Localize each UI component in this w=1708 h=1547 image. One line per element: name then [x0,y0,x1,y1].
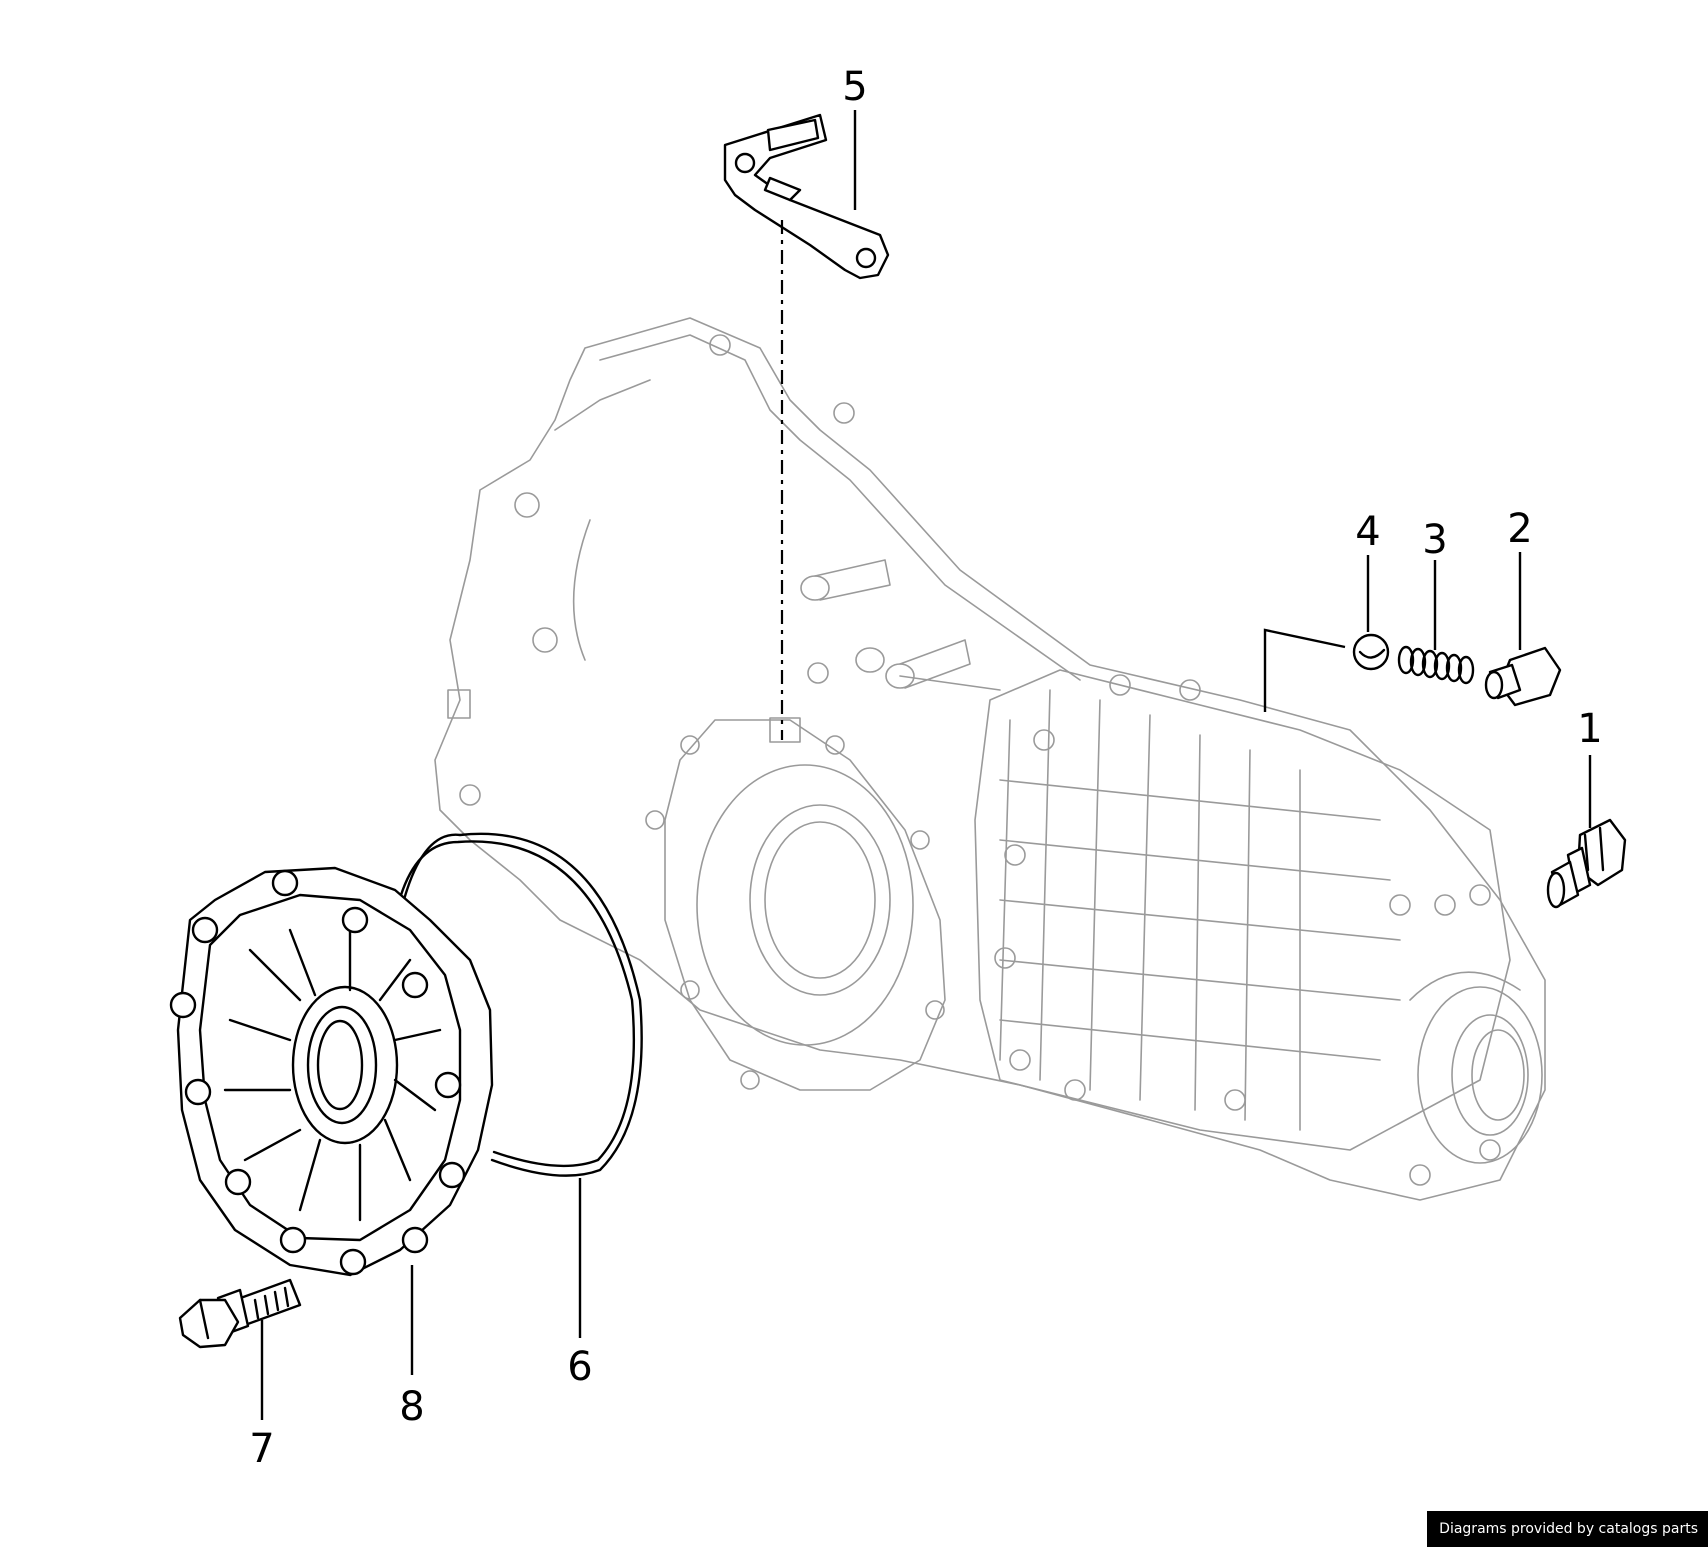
part-4-install-line [1263,628,1346,712]
o-ring-part [396,832,643,1177]
hex-bolt-part [178,1278,302,1349]
diagram-credit-label: Diagrams provided by catalogs parts [1427,1511,1708,1547]
callout-8: 8 [399,1384,424,1430]
callout-2: 2 [1507,506,1532,552]
bracket-sensor-part [723,113,890,280]
detent-ball-part [1352,633,1390,671]
spring-part [1397,645,1475,685]
cover-plate-part [169,866,494,1277]
callout-7: 7 [249,1426,274,1472]
callout-6: 6 [567,1344,592,1390]
screw-plug-part [1484,646,1562,707]
callout-4: 4 [1355,509,1380,555]
callout-3: 3 [1422,517,1447,563]
callout-1: 1 [1577,706,1602,752]
callout-5: 5 [842,64,867,110]
transmission-housing [434,317,1546,1201]
reverse-light-switch-part [1546,818,1627,909]
